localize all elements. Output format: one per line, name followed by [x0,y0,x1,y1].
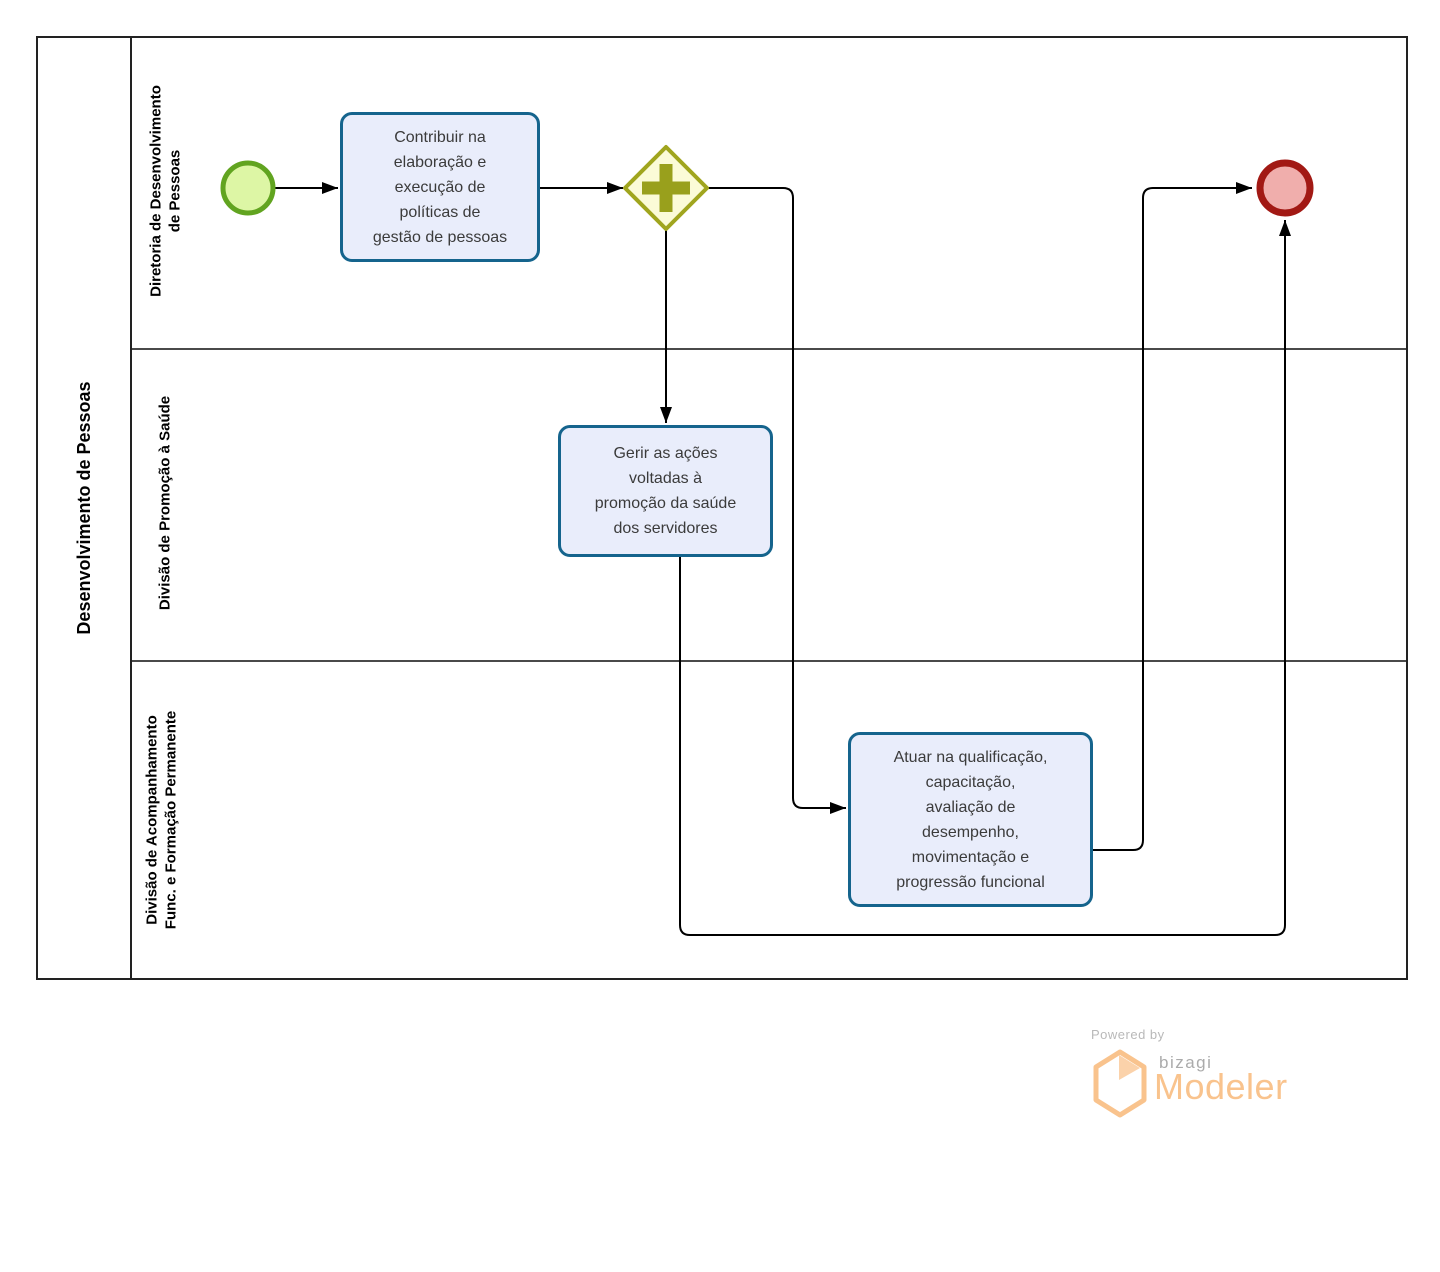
gateway-plus-icon [642,164,690,212]
flow-task3-to-end [1093,182,1252,851]
bizagi-logo-icon [1093,1049,1147,1118]
lane-divider-2 [132,660,1406,662]
flow-gateway-to-task3 [708,187,846,814]
end-event[interactable] [1256,159,1314,217]
lane-divider-1 [132,348,1406,350]
flow-task2-to-end [679,220,1291,936]
task-gerir-acoes-saude[interactable]: Gerir as ações voltadas à promoção da sa… [558,425,773,557]
start-event[interactable] [220,160,276,216]
powered-by-label: Powered by [1091,1027,1165,1042]
bizagi-wordmark: bizagi [1159,1053,1213,1072]
pool-title-band [38,38,132,978]
task-contribuir-politicas[interactable]: Contribuir na elaboração e execução de p… [340,112,540,262]
task-atuar-qualificacao[interactable]: Atuar na qualificação, capacitação, aval… [848,732,1093,907]
modeler-wordmark: Modeler [1154,1066,1288,1107]
